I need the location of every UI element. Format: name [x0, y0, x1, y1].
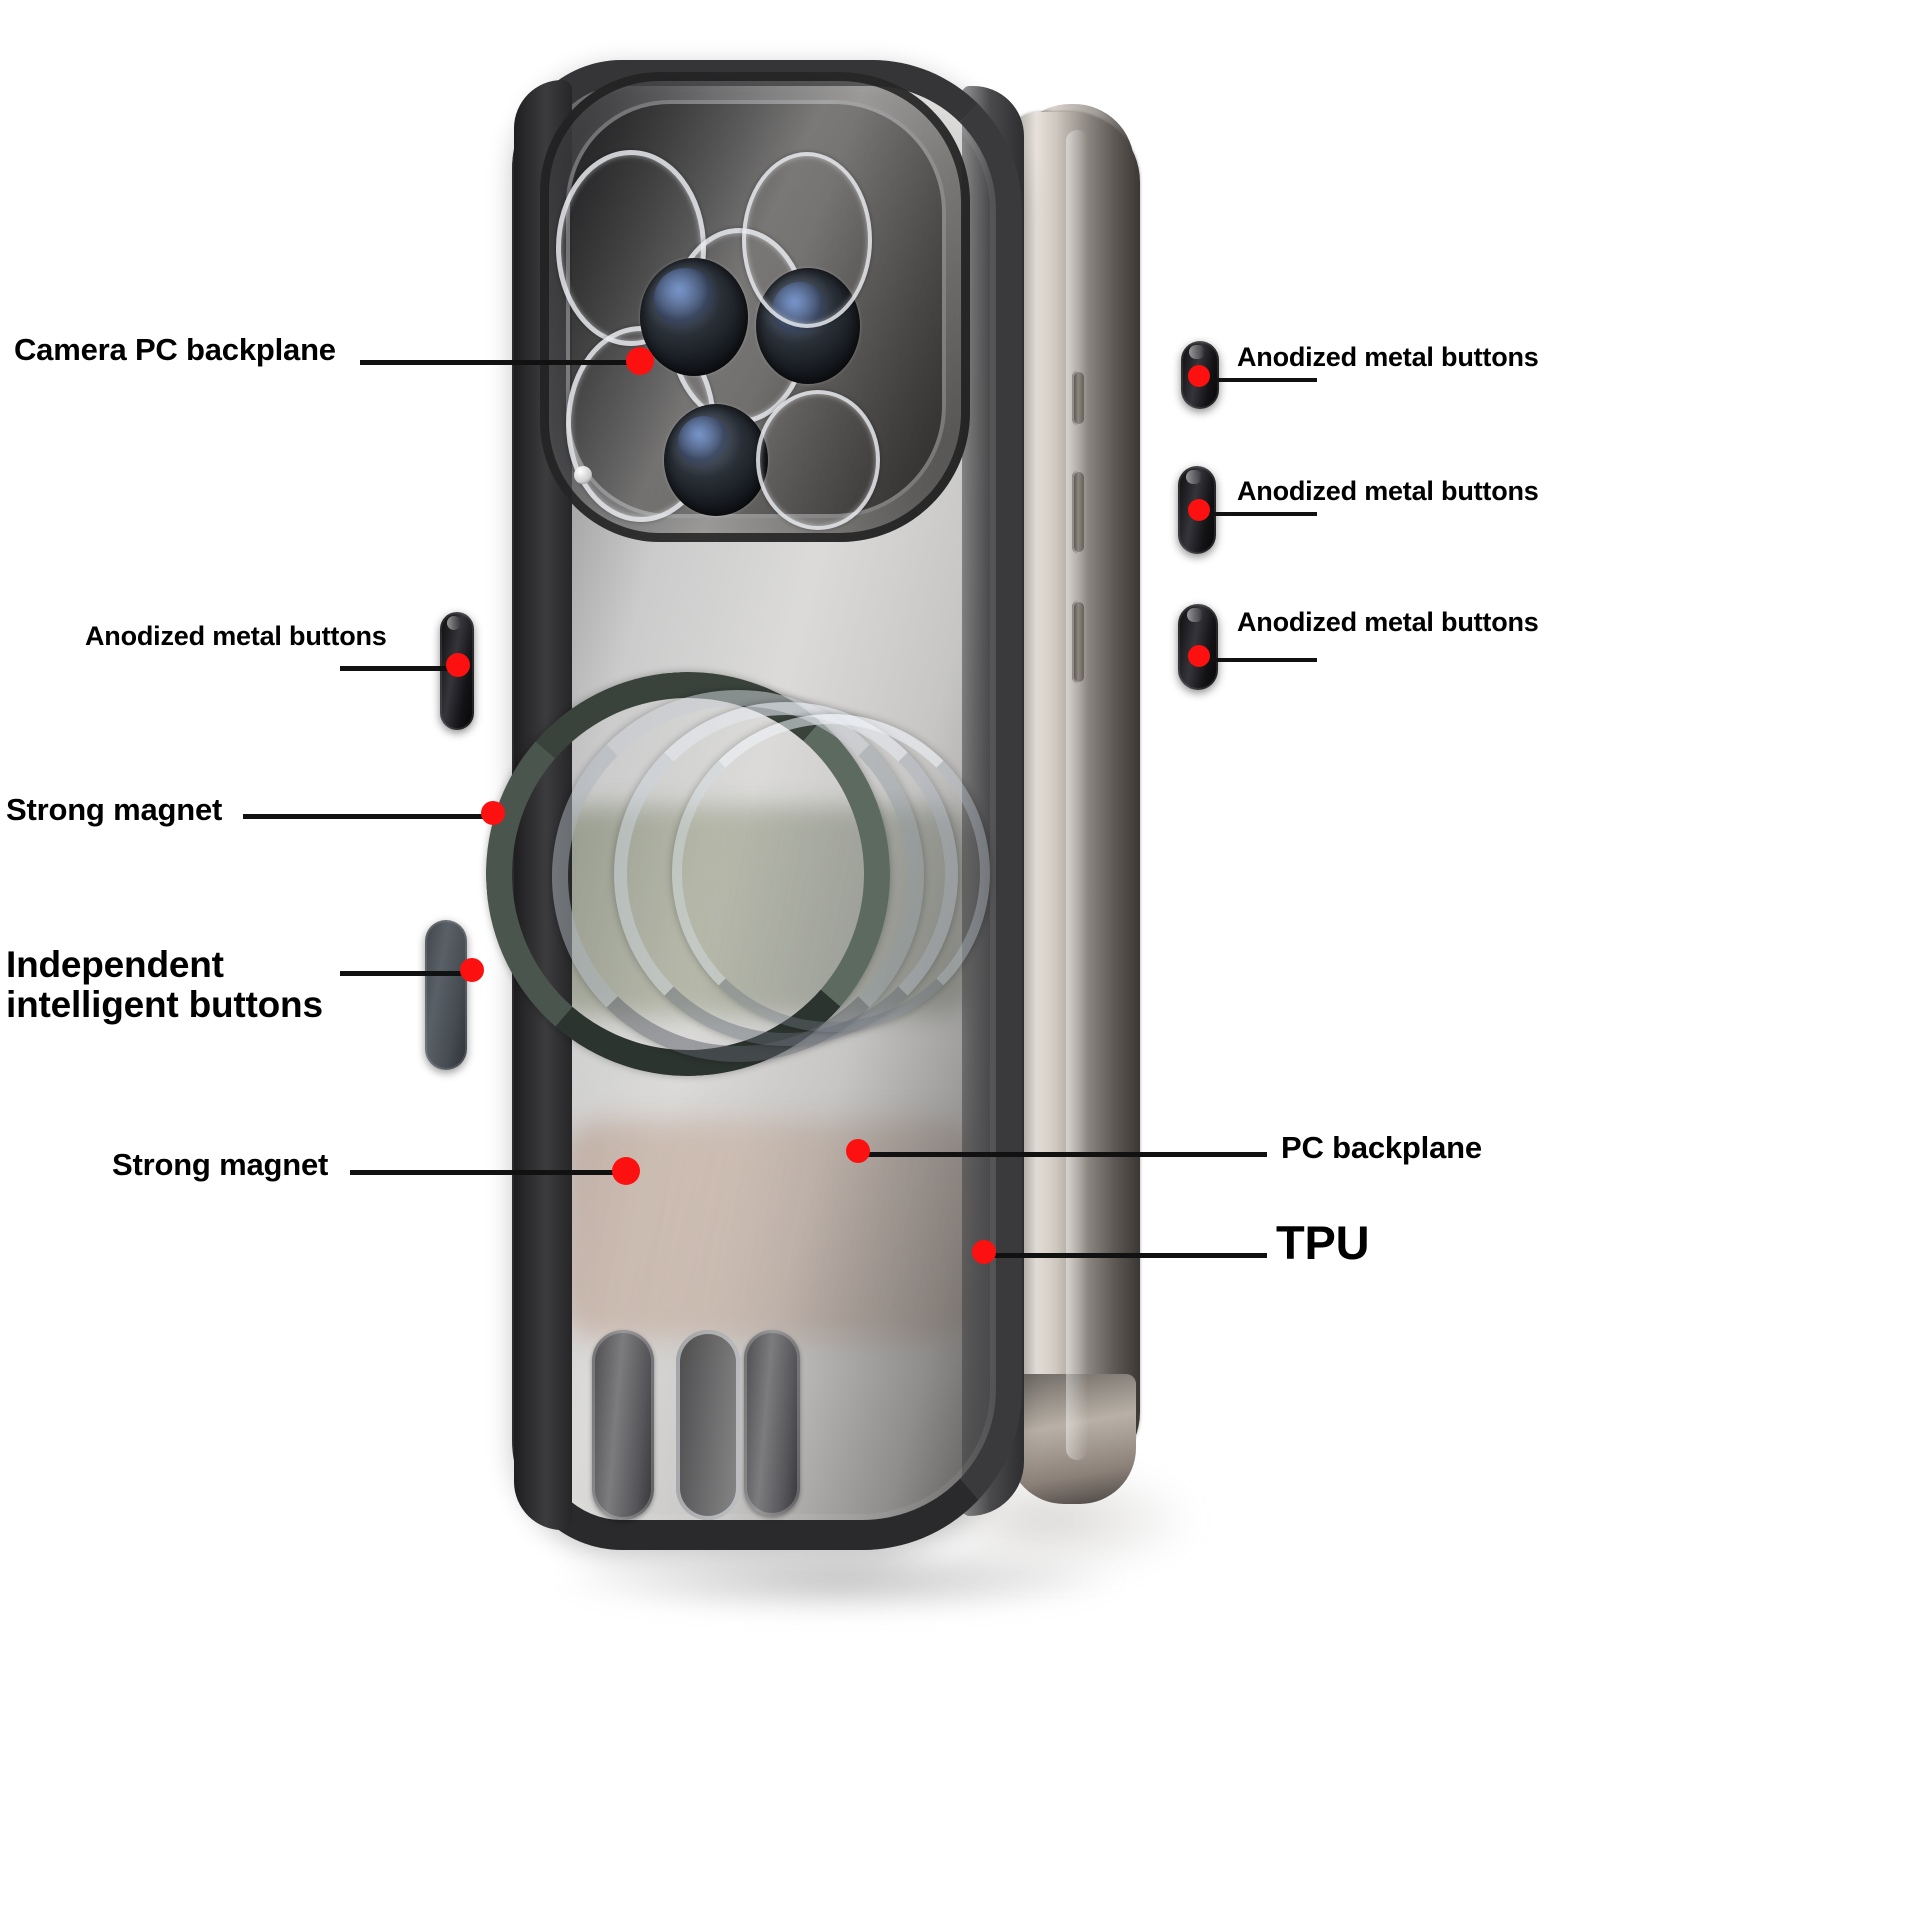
callout-label-anodized-metal-buttons-right-1: Anodized metal buttons [1237, 342, 1539, 372]
callout-label-strong-magnet-upper: Strong magnet [6, 792, 223, 827]
camera-lens-3-glint [678, 416, 730, 468]
callout-dot-tpu [972, 1240, 996, 1264]
case-button-cutout-2 [744, 1330, 800, 1516]
callout-label-pc-backplane: PC backplane [1281, 1130, 1482, 1165]
leader-line-camera-pc-backplane [360, 360, 632, 365]
camera-ring-outline-4 [742, 152, 872, 328]
camera-flash [574, 466, 592, 484]
case-button-cutout-1 [676, 1330, 740, 1520]
phone-mute-button [1072, 370, 1086, 426]
leader-line-pc-backplane [862, 1152, 1267, 1157]
magsafe-ring-inner-2 [672, 714, 990, 1032]
callout-dot-anodized-metal-buttons-right-1 [1188, 365, 1210, 387]
camera-ring-outline-5 [756, 390, 880, 530]
callout-label-line-2: intelligent buttons [6, 983, 323, 1025]
leader-line-anodized-metal-buttons-right-2 [1207, 512, 1317, 516]
leader-line-anodized-metal-buttons-right-1 [1207, 378, 1317, 382]
leader-line-anodized-metal-buttons-left [340, 666, 458, 671]
callout-dot-anodized-metal-buttons-left [446, 653, 470, 677]
callout-dot-pc-backplane [846, 1139, 870, 1163]
callout-label-tpu: TPU [1276, 1216, 1370, 1269]
ground-shadow [560, 1545, 1120, 1615]
callout-label-anodized-metal-buttons-left: Anodized metal buttons [85, 621, 387, 651]
phone-volume-up-button [1072, 470, 1086, 554]
callout-label-anodized-metal-buttons-right-3: Anodized metal buttons [1237, 607, 1539, 637]
leader-line-independent-intelligent-buttons [340, 971, 470, 976]
strong-magnet-lower-strip [592, 1330, 654, 1520]
callout-label-strong-magnet-lower: Strong magnet [112, 1147, 329, 1182]
callout-dot-camera-pc-backplane [626, 347, 654, 375]
callout-dot-anodized-metal-buttons-right-2 [1188, 499, 1210, 521]
leader-line-strong-magnet-lower [350, 1170, 622, 1175]
callout-dot-independent-intelligent-buttons [460, 958, 484, 982]
phone-body-bottom [1008, 1374, 1136, 1504]
callout-dot-strong-magnet-lower [612, 1157, 640, 1185]
leader-line-tpu [992, 1253, 1267, 1258]
callout-dot-strong-magnet-upper [481, 801, 505, 825]
phone-side-rail [1066, 130, 1088, 1460]
camera-lens-1-glint [654, 268, 716, 330]
callout-label-anodized-metal-buttons-right-2: Anodized metal buttons [1237, 476, 1539, 506]
callout-dot-anodized-metal-buttons-right-3 [1188, 645, 1210, 667]
callout-label-line-1: Independent [6, 944, 224, 985]
callout-label-independent-intelligent-buttons: Independent intelligent buttons [6, 945, 346, 1025]
callout-label-camera-pc-backplane: Camera PC backplane [14, 332, 336, 367]
phone-volume-down-button [1072, 600, 1086, 684]
leader-line-anodized-metal-buttons-right-3 [1207, 658, 1317, 662]
leader-line-strong-magnet-upper [243, 814, 497, 819]
independent-intelligent-button [425, 920, 467, 1070]
